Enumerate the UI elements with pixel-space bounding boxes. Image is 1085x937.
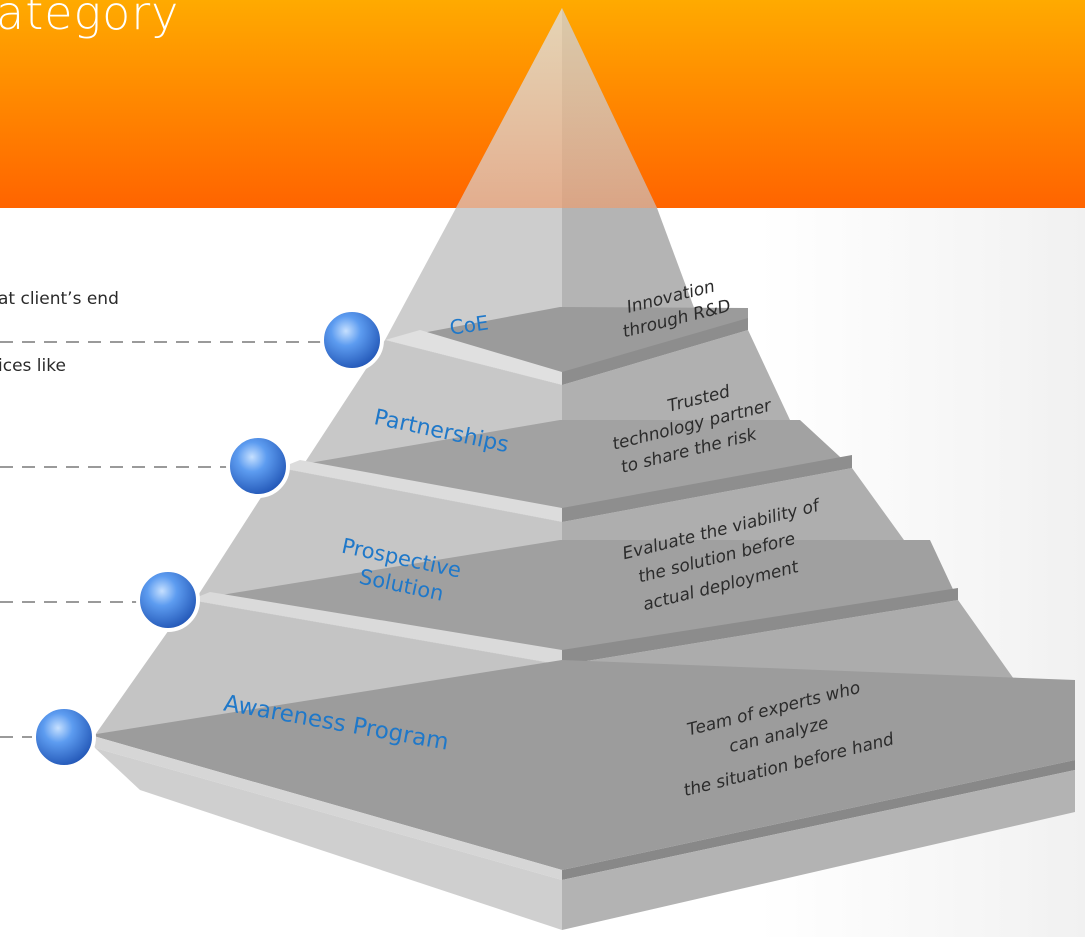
tier-prospective-shelf (190, 540, 958, 665)
tier-prospective-left-edge (190, 592, 562, 665)
tier-prospective-right-edge (562, 588, 958, 665)
base-right-face (562, 770, 1075, 930)
base-right-edge (562, 760, 1075, 880)
pyramid-tip-orange-overlay (456, 8, 657, 208)
bullets (32, 308, 384, 769)
base-left-face (95, 748, 562, 930)
left-text-line-2: ices like (0, 356, 66, 376)
tier-label-coe: CoE (448, 310, 490, 339)
tier-partnerships-shelf (280, 420, 852, 522)
bullet-coe (320, 308, 384, 372)
tier-coe-left-edge (385, 330, 562, 385)
page-title: ategory (0, 0, 180, 40)
tier-coe-top (385, 307, 748, 385)
tier-partnerships-right-edge (562, 455, 852, 522)
bullet-partnerships (226, 434, 290, 498)
bullet-awareness (32, 705, 96, 769)
tier-partnerships-left-edge (280, 460, 562, 522)
base-left-edge (90, 735, 562, 880)
tier-coe-right-edge (562, 318, 748, 385)
pyramid-tip-left-lower (385, 208, 562, 340)
pyramid-tip-right-lower (562, 208, 706, 340)
bullet-prospective (136, 568, 200, 632)
tier-awareness-shelf (90, 660, 1075, 870)
left-text-line-1: at client’s end (0, 289, 119, 309)
